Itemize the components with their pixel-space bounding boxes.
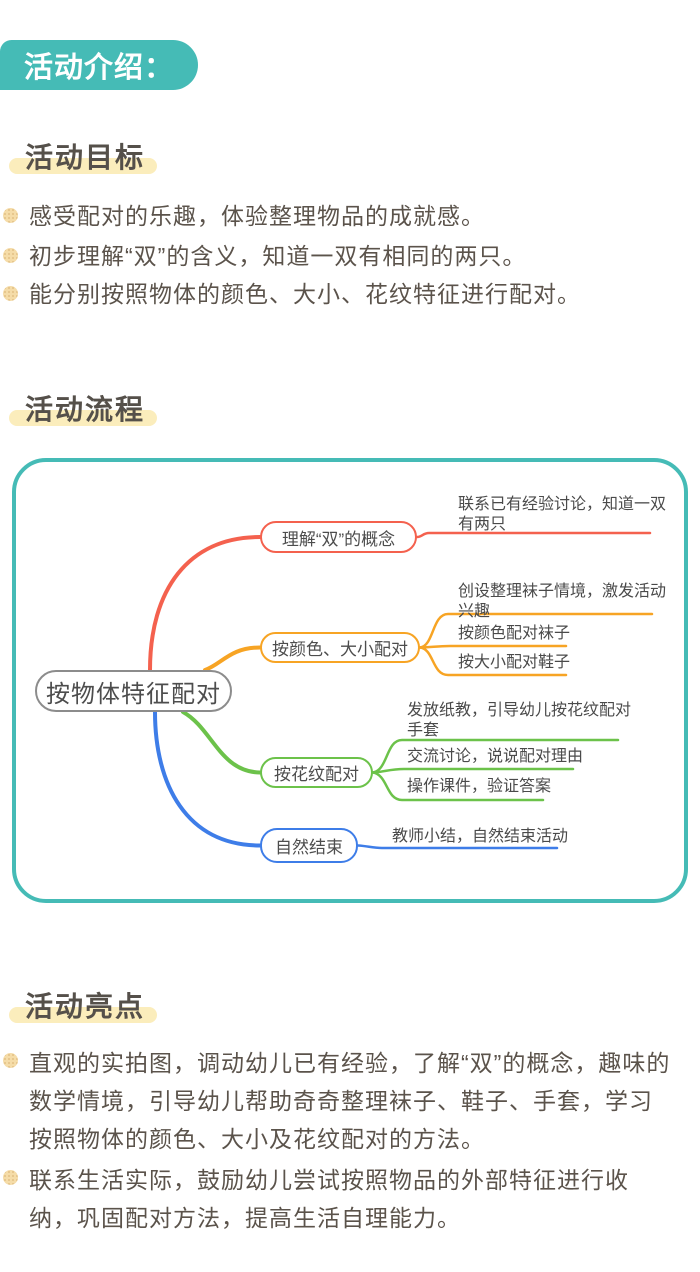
- goal-item: 能分别按照物体的颜色、大小、花纹特征进行配对。: [3, 279, 674, 309]
- mindmap-note: 发放纸教，引导幼儿按花纹配对手套: [407, 702, 632, 739]
- page-title: 活动介绍：: [23, 52, 174, 84]
- mindmap-node-color-size: 按颜色、大小配对: [260, 632, 420, 663]
- highlight-text: 直观的实拍图，调动幼儿已有经验，了解“双”的概念，趣味的数学情境，引导幼儿帮助奇…: [29, 1050, 671, 1152]
- note-underline: [371, 738, 620, 774]
- note-underline: [418, 612, 654, 649]
- highlight-item: 联系生活实际，鼓励幼儿尝试按照物品的外部特征进行收纳，巩固配对方法，提高生活自理…: [3, 1161, 674, 1237]
- branch-curve: [148, 535, 262, 672]
- note-underline: [415, 531, 652, 539]
- note-underline: [371, 771, 545, 802]
- goal-text: 感受配对的乐趣，体验整理物品的成就感。: [29, 203, 485, 229]
- highlight-text: 联系生活实际，鼓励幼儿尝试按照物品的外部特征进行收纳，巩固配对方法，提高生活自理…: [29, 1167, 629, 1231]
- mindmap-note: 操作课件，验证答案: [407, 778, 552, 795]
- note-underline: [418, 646, 568, 677]
- note-underline: [418, 644, 568, 649]
- mindmap-note: 交流讨论，说说配对理由: [407, 748, 584, 765]
- goal-text: 能分别按照物体的颜色、大小、花纹特征进行配对。: [29, 281, 581, 307]
- goal-item: 感受配对的乐趣，体验整理物品的成就感。: [3, 201, 674, 231]
- mindmap-note: 教师小结，自然结束活动: [392, 828, 569, 845]
- goal-item: 初步理解“双”的含义，知道一双有相同的两只。: [3, 241, 674, 271]
- mindmap-node-end: 自然结束: [260, 828, 358, 863]
- note-underline: [356, 844, 559, 850]
- highlights-heading-text: 活动亮点: [25, 991, 146, 1022]
- branch-curve: [203, 645, 262, 672]
- highlight-item: 直观的实拍图，调动幼儿已有经验，了解“双”的概念，趣味的数学情境，引导幼儿帮助奇…: [3, 1044, 674, 1158]
- highlights-heading: 活动亮点: [9, 985, 158, 1023]
- flow-heading-text: 活动流程: [25, 394, 146, 425]
- branch-curve: [153, 710, 262, 848]
- bullet-dot-icon: [3, 1053, 18, 1068]
- bullet-dot-icon: [3, 248, 18, 263]
- mindmap-note: 创设整理袜子情境，激发活动兴趣: [458, 583, 667, 620]
- goals-heading-text: 活动目标: [25, 142, 146, 173]
- heading-highlight: [9, 158, 158, 174]
- bullet-dot-icon: [3, 1170, 18, 1185]
- heading-highlight: [9, 410, 158, 426]
- mindmap-root-node: 按物体特征配对: [35, 670, 232, 712]
- mindmap-note: 按大小配对鞋子: [458, 654, 571, 671]
- mindmap-panel: 按物体特征配对 理解“双”的概念 按颜色、大小配对 按花纹配对 自然结束 联系已…: [12, 458, 688, 903]
- flow-heading: 活动流程: [9, 388, 158, 426]
- heading-highlight: [9, 1007, 158, 1023]
- bullet-dot-icon: [3, 286, 18, 301]
- goal-text: 初步理解“双”的含义，知道一双有相同的两只。: [29, 243, 527, 269]
- bullet-dot-icon: [3, 208, 18, 223]
- mindmap-connectors: [148, 531, 654, 850]
- mindmap-note: 按颜色配对袜子: [458, 625, 571, 642]
- mindmap-node-pattern: 按花纹配对: [260, 757, 373, 788]
- page-title-banner: 活动介绍：: [0, 40, 198, 90]
- note-underline: [371, 767, 575, 774]
- goals-heading: 活动目标: [9, 136, 158, 174]
- mindmap-node-concept: 理解“双”的概念: [260, 521, 417, 553]
- branch-curve: [181, 710, 262, 775]
- mindmap-note: 联系已有经验讨论，知道一双有两只: [458, 496, 667, 533]
